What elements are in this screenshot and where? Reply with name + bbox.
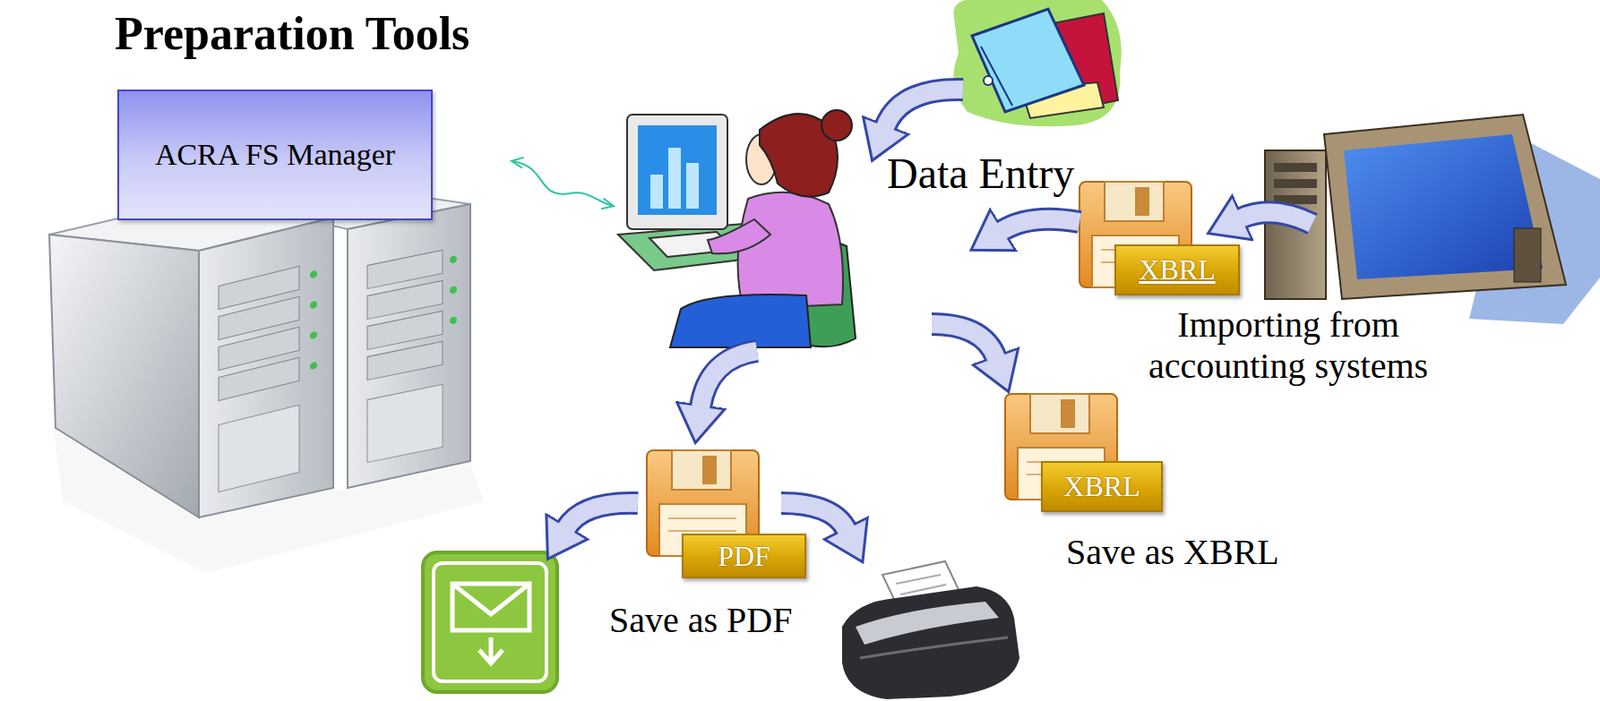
user-at-computer (821, 110, 852, 141)
action-label: Save as XBRL (1066, 532, 1353, 574)
books-icon (953, 0, 1121, 127)
books-icon (953, 0, 1121, 127)
flow-arrow (931, 324, 997, 359)
server-illustration (218, 261, 318, 492)
server-illustration (367, 384, 443, 463)
server-illustration (367, 341, 443, 380)
user-at-computer (738, 192, 844, 310)
file-format-tab: PDF (681, 533, 807, 579)
desktop-computer-icon (1324, 114, 1566, 300)
desktop-computer-icon (1343, 134, 1543, 280)
node-text: ACRA FS Manager (154, 137, 396, 173)
user-at-computer (650, 174, 663, 209)
user-at-computer (707, 219, 771, 254)
flow-arrow (885, 89, 964, 128)
desktop-computer-icon (1273, 179, 1317, 189)
server-illustration (49, 234, 199, 518)
flow-arrow (1001, 219, 1080, 232)
server-illustration (198, 217, 334, 518)
server-illustration (449, 285, 457, 295)
user-at-computer (686, 163, 699, 209)
action-label: Save as PDF (609, 600, 834, 642)
flow-arrow (781, 503, 847, 531)
desktop-computer-icon (1273, 163, 1317, 173)
diagram-title: Preparation Tools (114, 7, 470, 61)
flow-arrow (885, 89, 964, 128)
user-at-computer (670, 294, 811, 348)
email-icon (422, 552, 558, 693)
books-icon (983, 76, 993, 86)
email-icon (422, 552, 558, 693)
flow-arrow (931, 324, 997, 359)
action-label: Importing from accounting systems (1126, 304, 1450, 388)
flow-arrow (781, 503, 847, 531)
desktop-computer-icon (1264, 114, 1600, 325)
user-at-computer (618, 110, 856, 348)
server-illustration (367, 247, 457, 463)
flow-arrow (700, 351, 757, 408)
printer-icon (855, 602, 999, 646)
server-illustration (309, 300, 318, 310)
email-icon (452, 584, 530, 631)
file-format-tab: XBRL (1040, 461, 1163, 513)
flow-arrow (1001, 219, 1080, 232)
server-illustration (449, 255, 457, 265)
server-illustration (309, 269, 318, 279)
server-illustration (449, 316, 457, 326)
user-at-computer (627, 114, 728, 230)
desktop-computer-icon (1513, 228, 1541, 283)
user-at-computer (637, 125, 717, 216)
user-at-computer (668, 147, 681, 209)
node-text: PDF (717, 540, 771, 574)
server-illustration (309, 330, 318, 340)
printer-icon (860, 637, 1008, 659)
file-format-tab: XBRL (1114, 244, 1240, 296)
printer-icon (842, 586, 1020, 700)
flow-arrow (566, 503, 638, 529)
node-text: XBRL (1063, 470, 1140, 504)
email-icon (479, 637, 503, 664)
books-icon (972, 8, 1084, 112)
action-label: Data Entry (886, 148, 1120, 198)
link-arrow (512, 161, 613, 207)
server-label-box: ACRA FS Manager (117, 89, 433, 221)
server-illustration (309, 361, 318, 370)
printer-icon (842, 561, 1020, 700)
server-illustration (218, 404, 300, 492)
flow-arrow (566, 503, 638, 529)
server-illustration (347, 204, 471, 489)
server-illustration (218, 357, 300, 401)
flow-arrow (1240, 212, 1313, 224)
books-icon (980, 46, 1013, 106)
printer-icon (895, 575, 941, 585)
node-text: XBRL (1138, 253, 1215, 287)
server-illustration (49, 197, 484, 574)
email-icon (433, 563, 547, 682)
flow-arrow (1240, 212, 1313, 224)
link-arrow (512, 161, 613, 207)
flow-arrow (700, 351, 757, 408)
